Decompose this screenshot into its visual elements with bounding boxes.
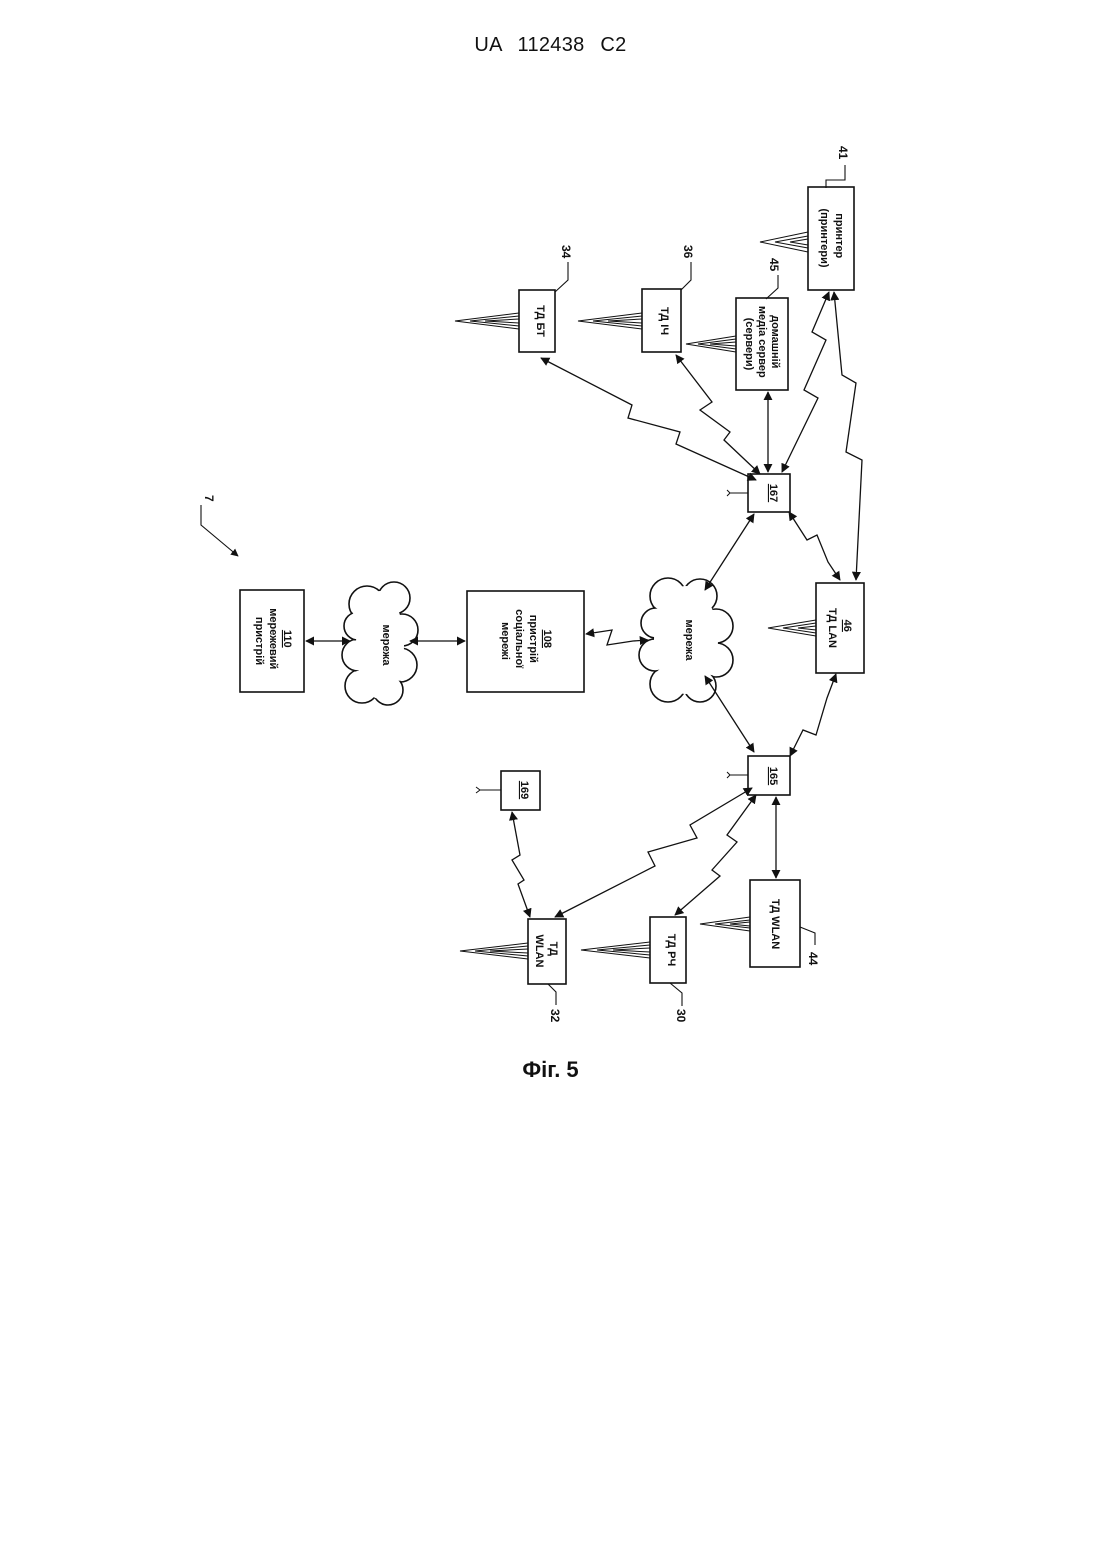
wlan-access-point-44-ref: 44 <box>806 952 820 966</box>
wlan-access-point-44-antenna <box>700 917 750 931</box>
network-cloud-2-label: мережа <box>683 620 695 662</box>
network-device-110-line1: мережевий <box>267 608 279 669</box>
link-165-lan <box>790 674 836 756</box>
access-point-bt-leader <box>555 262 568 292</box>
rf-access-point-leader <box>670 983 682 1006</box>
access-point-bt-label: ТД БТ <box>534 305 546 337</box>
link-printer-167 <box>782 292 829 472</box>
svg-text:принтер (принтери): принтер (принтери) <box>818 208 849 267</box>
network-cloud-1: мережа <box>342 582 418 705</box>
network-cloud-1-label: мережа <box>380 625 392 667</box>
home-media-server-ref: 45 <box>767 258 781 272</box>
printer-line2: (принтери) <box>818 208 830 267</box>
home-media-server-antenna <box>686 336 736 352</box>
device-169-antenna <box>476 787 501 793</box>
wlan-access-point-44-label: ТД WLAN <box>769 899 781 949</box>
home-media-server-45: домашній медіа сервер (сервери) 45 <box>686 258 788 390</box>
link-167-lan <box>789 512 840 580</box>
link-169-wlan32 <box>512 812 530 917</box>
wlan-access-point-32-antenna <box>460 943 528 959</box>
rf-access-point-label: ТД РЧ <box>665 934 677 966</box>
rf-access-point-30: ТД РЧ 30 <box>581 917 688 1023</box>
wlan-access-point-44: ТД WLAN 44 <box>700 880 820 967</box>
rf-access-point-antenna <box>581 942 650 958</box>
link-165-wlan32 <box>555 788 752 917</box>
access-point-ir-label: ТД ІЧ <box>658 307 670 335</box>
device-169-number: 169 <box>518 781 530 799</box>
social-network-device-108-line3: мережі <box>499 622 511 660</box>
link-165-rf <box>675 795 756 915</box>
lan-access-point-label: ТД LAN <box>826 608 838 648</box>
printer-ref: 41 <box>836 146 850 160</box>
lan-access-point-number: 46 <box>841 620 853 632</box>
ref-7-indicator: 7 <box>201 495 238 556</box>
home-media-server-line2: медіа сервер <box>756 306 768 378</box>
printer-leader <box>826 165 845 188</box>
ref-7-leader <box>201 505 238 556</box>
link-108-net2 <box>586 630 648 645</box>
printer-box <box>808 187 854 290</box>
social-network-device-108: 108 пристрій соціальної мережі <box>467 591 584 692</box>
device-167: 167 <box>727 474 790 512</box>
lan-access-point-46: 46 ТД LAN <box>768 583 864 673</box>
access-point-bt-antenna <box>455 313 519 329</box>
network-device-110-line2: пристрій <box>253 617 265 665</box>
social-network-device-108-number: 108 <box>541 630 553 648</box>
figure-caption: Фіг. 5 <box>0 1057 1101 1083</box>
device-167-number: 167 <box>767 484 779 502</box>
wlan-access-point-32: ТД WLAN 32 <box>460 919 566 1023</box>
network-cloud-2: мережа <box>639 578 733 702</box>
social-network-device-108-line2: соціальної <box>513 609 525 669</box>
wlan-access-point-32-line2: WLAN <box>533 935 545 968</box>
link-net2-167 <box>705 514 754 590</box>
access-point-ir-36: ТД ІЧ 36 <box>578 245 695 352</box>
home-media-server-line1: домашній <box>769 315 781 368</box>
home-media-server-leader <box>766 275 778 299</box>
printer-antenna <box>760 232 808 252</box>
network-device-110: 110 мережевий пристрій <box>240 590 304 692</box>
link-bt-167 <box>541 358 756 480</box>
rf-access-point-ref: 30 <box>674 1009 688 1023</box>
access-point-ir-antenna <box>578 313 642 329</box>
wlan-access-point-32-leader <box>548 984 556 1005</box>
wlan-access-point-32-line1: ТД <box>547 942 559 956</box>
home-media-server-line3: (сервери) <box>743 318 755 371</box>
wlan-access-point-32-ref: 32 <box>548 1009 562 1023</box>
access-point-ir-ref: 36 <box>681 245 695 259</box>
link-net2-165 <box>705 676 754 752</box>
link-printer-lan <box>834 292 862 580</box>
network-device-110-number: 110 <box>281 630 293 648</box>
lan-access-point-box <box>816 583 864 673</box>
device-169: 169 <box>476 771 540 810</box>
device-165-antenna <box>727 772 748 778</box>
social-network-device-108-line1: пристрій <box>527 615 539 663</box>
access-point-ir-leader <box>681 262 691 290</box>
device-165-number: 165 <box>767 767 779 785</box>
access-point-bt-34: ТД БТ 34 <box>455 245 573 352</box>
device-165: 165 <box>727 756 790 795</box>
device-167-antenna <box>727 490 748 496</box>
access-point-bt-ref: 34 <box>559 245 573 259</box>
printer-line1: принтер <box>833 213 845 258</box>
ref-7-label: 7 <box>202 495 216 502</box>
wlan-access-point-44-leader <box>800 927 815 945</box>
lan-access-point-antenna <box>768 620 816 636</box>
